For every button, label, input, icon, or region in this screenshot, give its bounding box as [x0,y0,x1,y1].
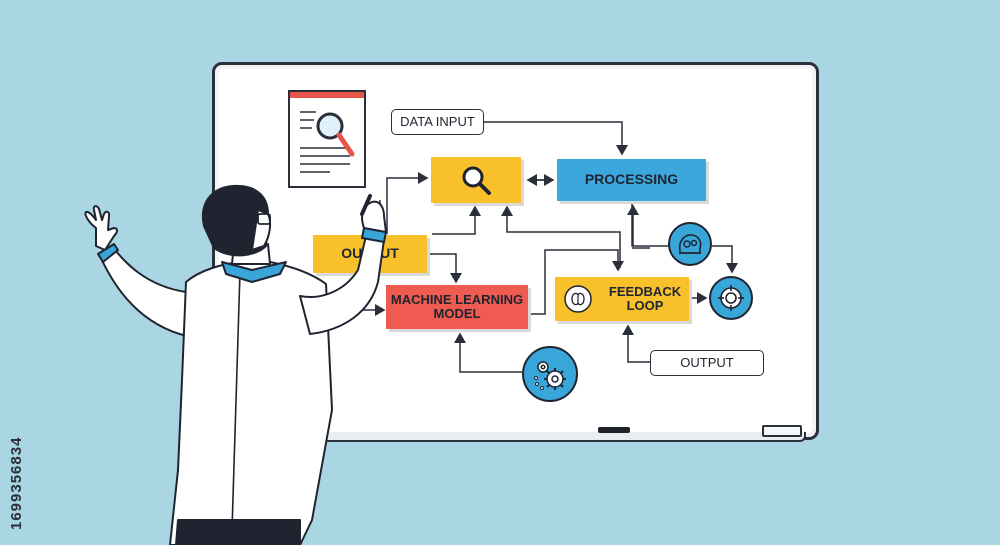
eraser [762,425,802,437]
head-gears-glyph [678,234,702,254]
ml-model-label-line1: MACHINE LEARNING [390,291,524,307]
collar [221,261,287,283]
feedback-label-line1: FEEDBACK [608,283,682,299]
ml-model-label-line2: MODEL [433,306,481,321]
arrow-gears-ml [454,332,522,373]
arrow-datainput-processing [484,121,628,156]
feedback-label-line2: LOOP [626,298,664,313]
arrow-output-feedback [622,324,650,363]
brain-icon [564,285,592,313]
right-hand [361,200,387,233]
processing-node: PROCESSING [557,159,706,201]
left-sleeve [99,245,197,339]
output-right-label: OUTPUT [680,354,734,370]
ml-model-node: MACHINE LEARNING MODEL [386,285,528,329]
arrow-output-magnifier [386,172,429,234]
head-gears-icon [668,222,712,266]
target-icon [709,276,753,320]
arrow-up-magnifier-2 [501,205,621,268]
output-node-right: OUTPUT [650,350,764,376]
gears-glyph [534,361,566,390]
document-lines [300,111,355,173]
target-glyph [718,285,744,311]
left-cuff [97,243,119,263]
gears-icon [522,346,578,402]
glasses [257,213,271,225]
pants [175,519,301,545]
arrow-up-magnifier-1 [432,205,481,235]
watermark-id: 1699356834 [8,436,25,530]
right-sleeve [299,235,385,335]
arrow-ml-feedback [530,249,624,315]
processing-label: PROCESSING [584,171,679,188]
arrow-output-ml [428,253,462,284]
marker [598,427,630,433]
arrow-headgears-target [712,245,738,274]
arrow-processing-down [631,204,668,247]
feedback-loop-node: FEEDBACK LOOP [555,277,689,321]
data-input-label: DATA INPUT [400,113,475,129]
data-input-node: DATA INPUT [391,109,484,135]
coat-seam [231,271,241,531]
pen [360,194,372,216]
document-search-icon [288,90,366,188]
left-hand [84,205,118,251]
feedback-loop-label: FEEDBACK LOOP [601,283,689,314]
document-header-bar [290,92,364,98]
hair [201,184,269,257]
search-node [431,157,521,203]
magnifier-icon [462,166,491,195]
